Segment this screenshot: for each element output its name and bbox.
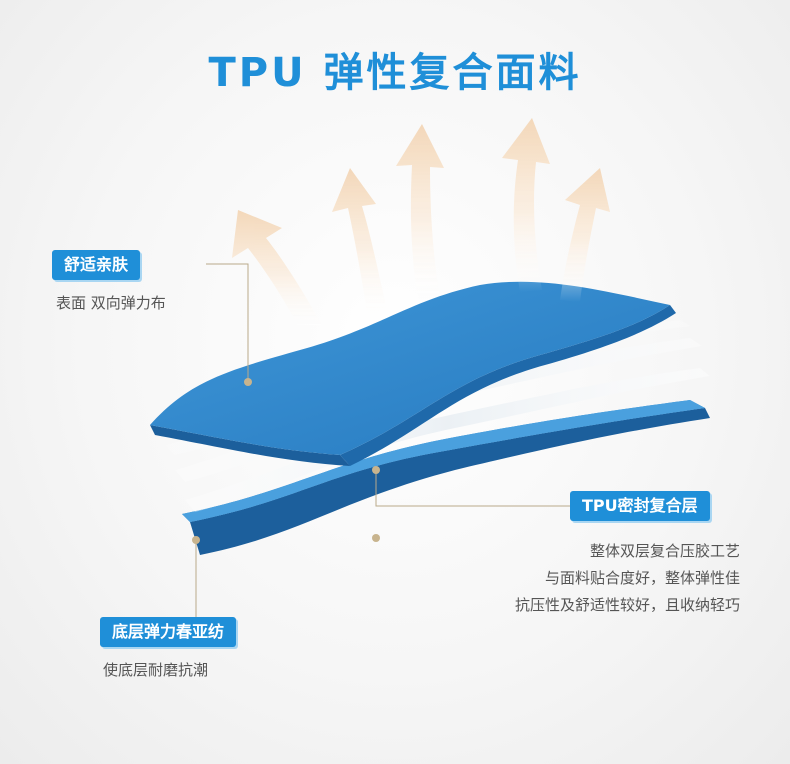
bottom-fabric-layer (182, 400, 710, 555)
callout-middle-desc-line-2: 与面料贴合度好，整体弹性佳 (544, 569, 740, 587)
callout-top-desc: 表面 双向弹力布 (56, 294, 166, 312)
top-layer-marker (244, 378, 252, 386)
callout-middle-label: TPU密封复合层 (570, 491, 710, 521)
callout-middle-desc: 整体双层复合压胶工艺 与面料贴合度好，整体弹性佳 抗压性及舒适性较好，且收纳轻巧 (515, 538, 740, 619)
callout-top-label: 舒适亲肤 (52, 250, 141, 280)
callout-bottom-desc: 使底层耐磨抗潮 (103, 661, 209, 679)
breathable-arrows (232, 118, 610, 330)
top-fabric-layer (150, 281, 676, 466)
callout-middle-desc-line-3: 抗压性及舒适性较好，且收纳轻巧 (514, 596, 740, 614)
middle-layer-marker-2 (372, 534, 380, 542)
callout-bottom-label: 底层弹力春亚纺 (100, 617, 237, 647)
callout-middle-desc-line-1: 整体双层复合压胶工艺 (589, 542, 740, 560)
page-title: TPU 弹性复合面料 (208, 50, 582, 96)
middle-layer-marker-1 (372, 466, 380, 474)
bottom-layer-marker (192, 536, 200, 544)
